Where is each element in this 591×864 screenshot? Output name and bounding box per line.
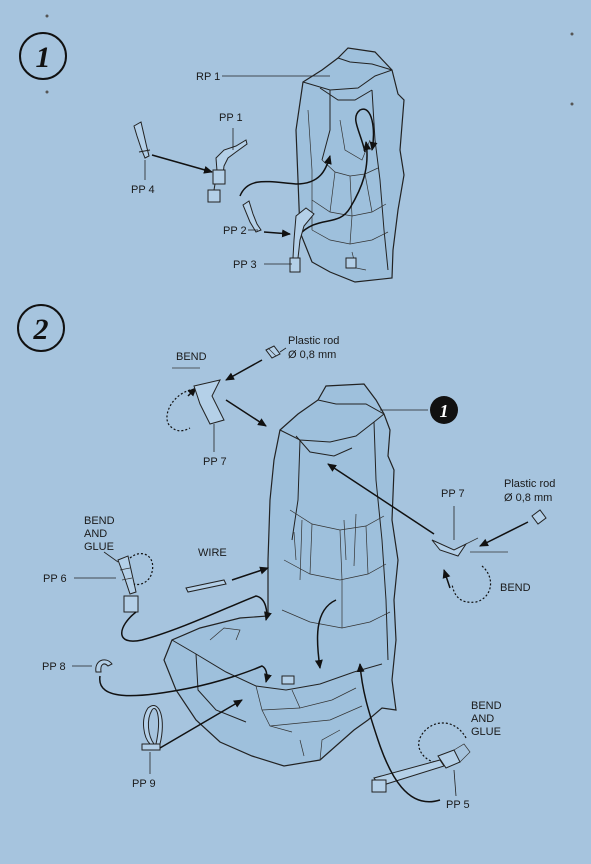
part-pp9 xyxy=(141,705,163,751)
part-pp5 xyxy=(371,743,471,793)
label-bend-left: BEND xyxy=(176,351,207,363)
label-plastic-rod-left-1: Plastic rod xyxy=(288,335,339,347)
part-pp7-left xyxy=(193,379,225,425)
arrow-pp6-to-seat xyxy=(121,595,272,642)
label-bend-glue-left-2: AND xyxy=(84,528,107,540)
bend-indicator-pp6 xyxy=(129,553,154,586)
part-pp1 xyxy=(207,139,248,203)
punch-hole xyxy=(45,14,49,18)
punch-hole xyxy=(570,32,574,36)
label-bend-glue-left-3: GLUE xyxy=(84,541,114,553)
bend-indicator-pp5 xyxy=(418,722,467,764)
arrow-wire-to-seat xyxy=(231,566,269,581)
part-pp6 xyxy=(117,555,139,613)
step-1-badge: 1 xyxy=(19,32,67,80)
label-bend-glue-right-1: BEND xyxy=(471,700,502,712)
punch-hole xyxy=(45,90,49,94)
punch-hole xyxy=(570,102,574,106)
label-pp6: PP 6 xyxy=(43,573,67,585)
label-pp7-right: PP 7 xyxy=(441,488,465,500)
arrow-pp9-to-seat xyxy=(159,699,243,749)
label-pp9: PP 9 xyxy=(132,778,156,790)
label-bend-glue-right-3: GLUE xyxy=(471,726,501,738)
ref-step-number: 1 xyxy=(440,401,449,421)
part-pp7-right xyxy=(431,537,479,557)
label-bend-right: BEND xyxy=(500,582,531,594)
part-pp3 xyxy=(289,207,315,273)
arrow-pp4-to-pp1 xyxy=(151,154,213,174)
label-pp2: PP 2 xyxy=(223,225,247,237)
arrow-pp7-left-to-seat xyxy=(225,399,267,427)
part-pp4 xyxy=(133,121,151,159)
arrow-pp5-to-seat xyxy=(356,663,441,803)
plastic-rod-right xyxy=(531,509,547,525)
part-pp2 xyxy=(242,200,262,233)
arrow-pp2-to-seat xyxy=(297,141,372,237)
label-wire: WIRE xyxy=(198,547,227,559)
step-2-badge: 2 xyxy=(17,304,65,352)
label-rp1: RP 1 xyxy=(196,71,220,83)
label-plastic-rod-left-2: Ø 0,8 mm xyxy=(288,349,336,361)
bend-indicator-right xyxy=(451,565,492,603)
label-pp5: PP 5 xyxy=(446,799,470,811)
label-pp4: PP 4 xyxy=(131,184,155,196)
arrow-loop-seat xyxy=(355,108,378,153)
step-1-seat xyxy=(295,47,405,283)
step-2-seat xyxy=(163,383,399,767)
label-pp3: PP 3 xyxy=(233,259,257,271)
arrow-pp8-to-seat xyxy=(99,665,272,697)
label-bend-glue-right-2: AND xyxy=(471,713,494,725)
step-1-number: 1 xyxy=(36,41,51,74)
bend-indicator-left xyxy=(166,389,191,432)
label-plastic-rod-right-1: Plastic rod xyxy=(504,478,555,490)
label-pp1: PP 1 xyxy=(219,112,243,124)
label-pp7-left: PP 7 xyxy=(203,456,227,468)
label-pp8: PP 8 xyxy=(42,661,66,673)
part-pp8 xyxy=(95,659,113,673)
part-wire xyxy=(185,579,227,593)
label-plastic-rod-right-2: Ø 0,8 mm xyxy=(504,492,552,504)
arrow-pp1-to-seat xyxy=(239,155,332,197)
label-bend-glue-left-1: BEND xyxy=(84,515,115,527)
step-2-number: 2 xyxy=(33,313,49,346)
ref-step-1-badge: 1 xyxy=(430,396,458,424)
arrow-pp7-right-to-seat xyxy=(327,463,435,535)
plastic-rod-left xyxy=(265,345,281,359)
